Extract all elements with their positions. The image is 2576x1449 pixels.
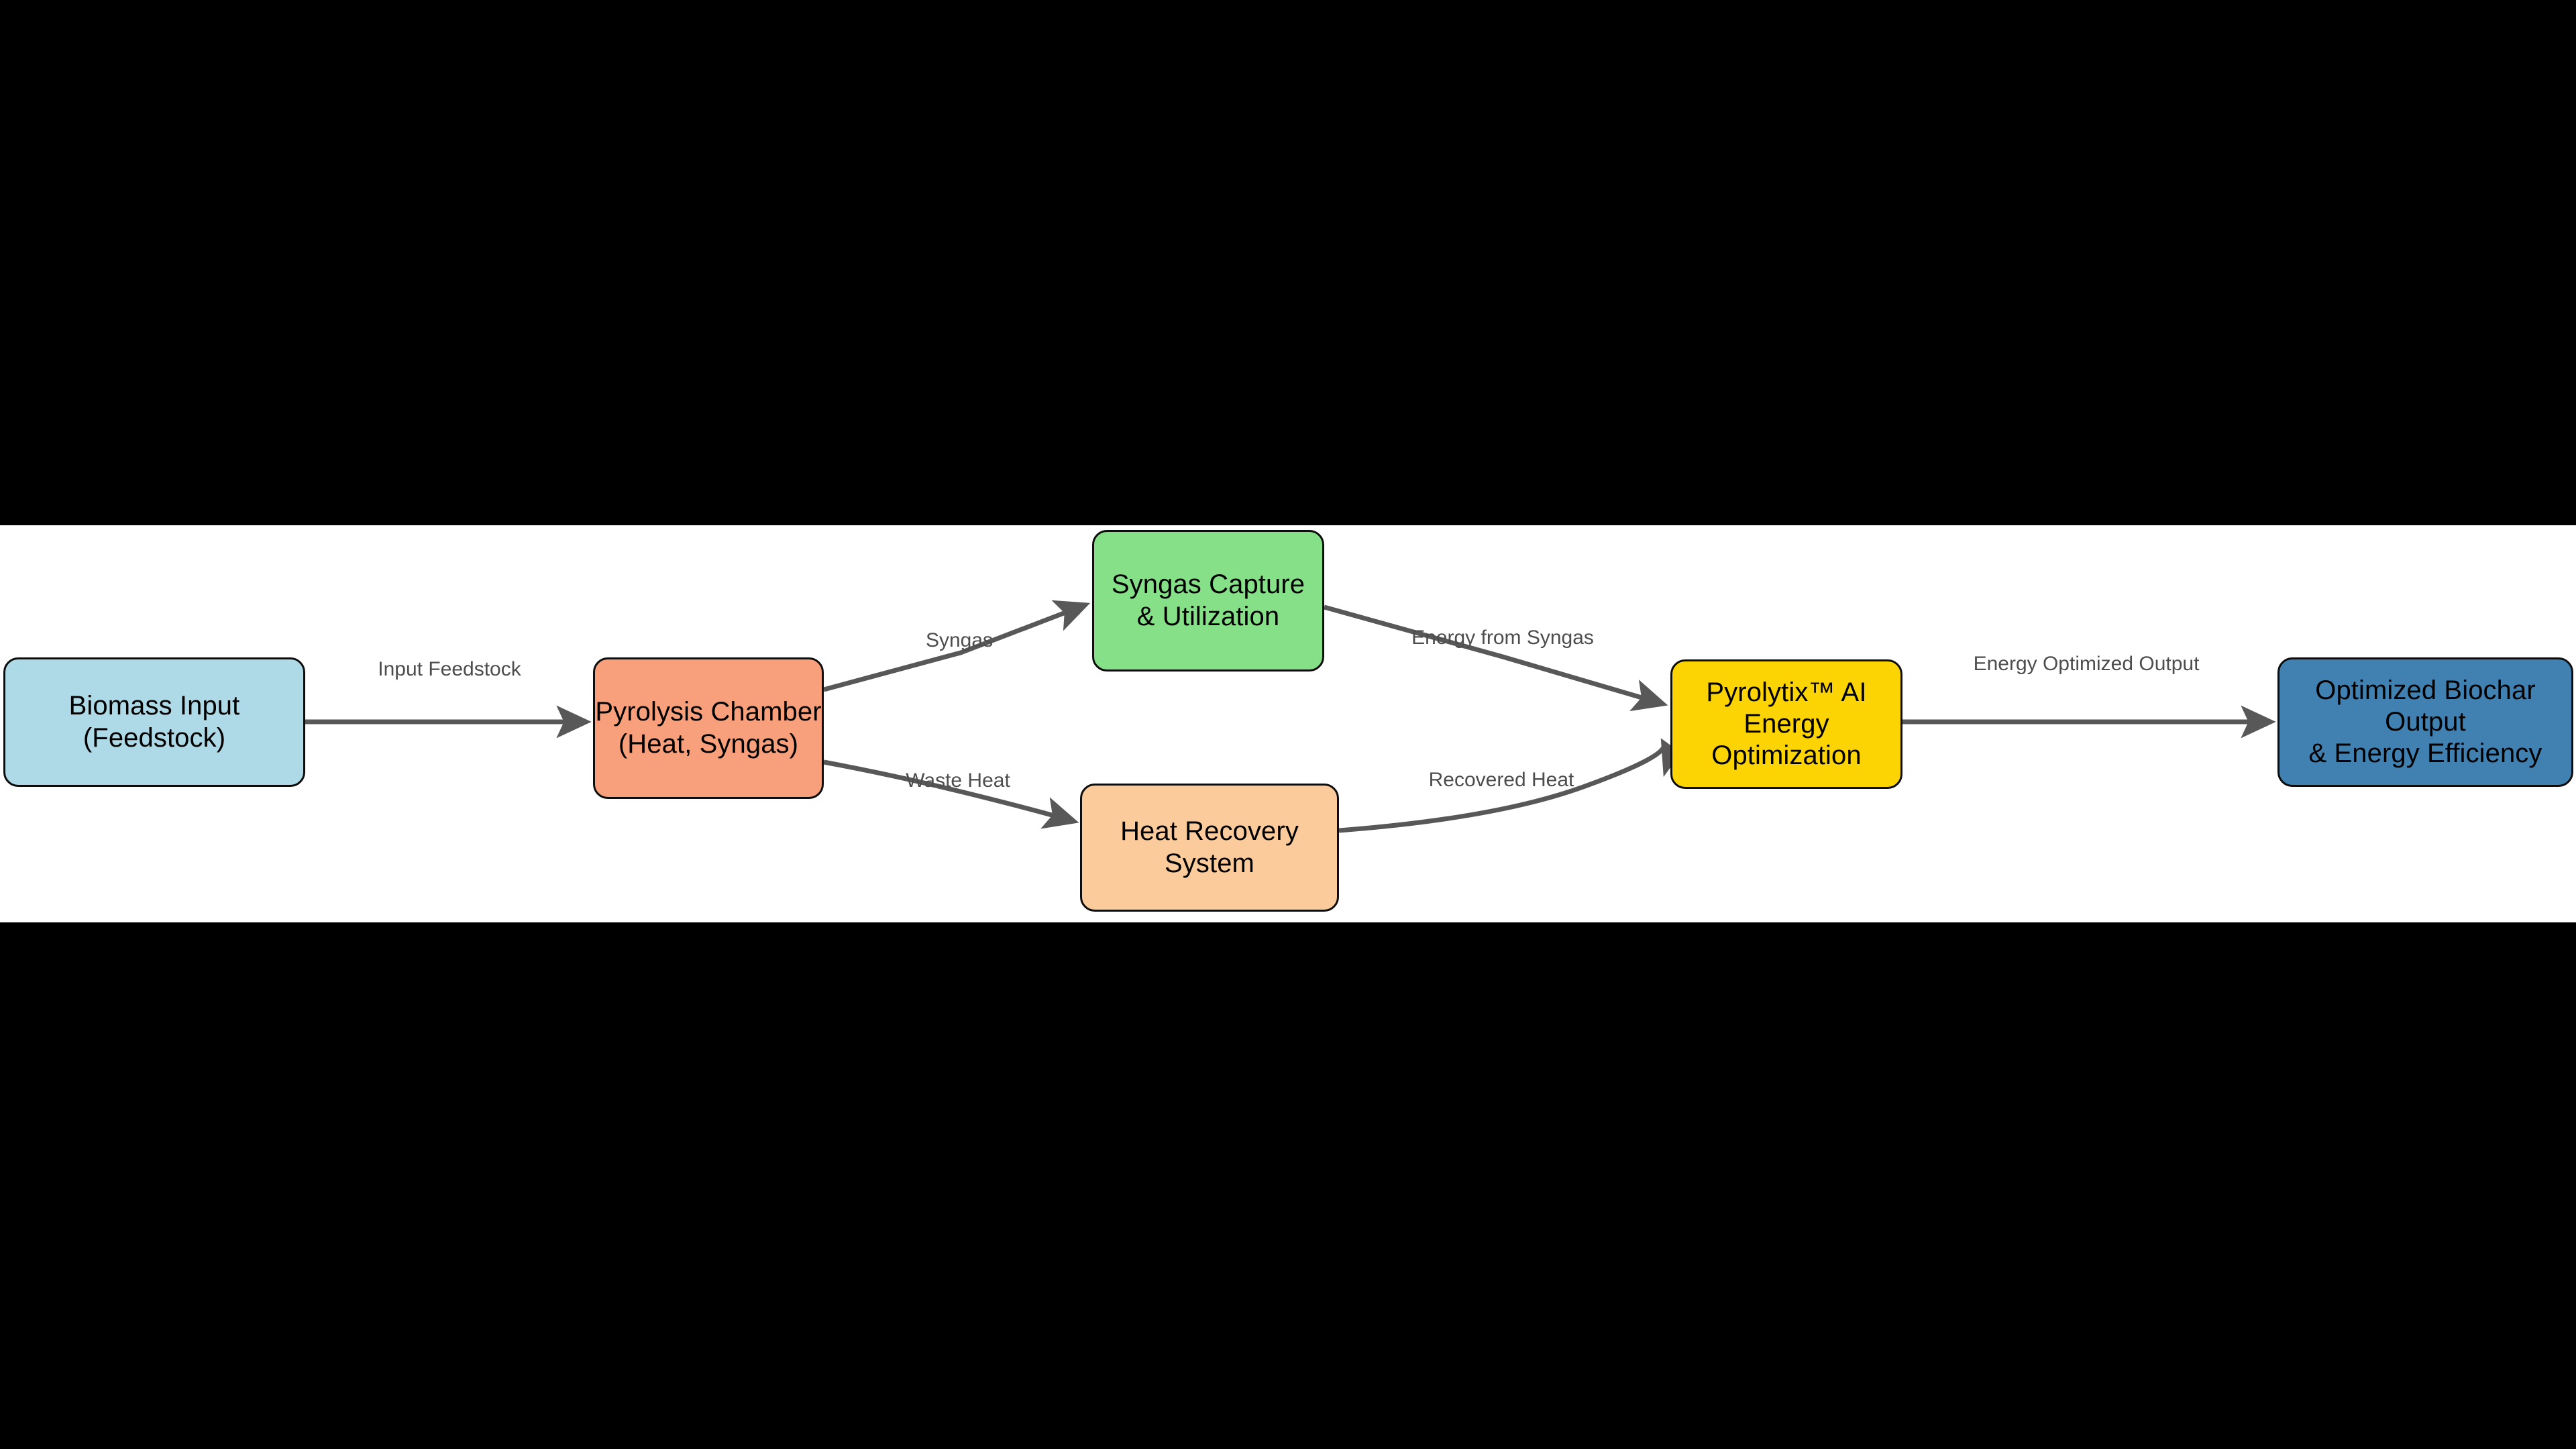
node-heat-recovery-system-label: Heat Recovery System bbox=[1120, 816, 1299, 878]
node-pyrolytix-ai-label: Pyrolytix™ AI Energy Optimization bbox=[1706, 677, 1867, 771]
node-biomass-input[interactable]: Biomass Input (Feedstock) bbox=[3, 657, 305, 787]
edge-label-waste-heat: Waste Heat bbox=[906, 769, 1010, 792]
edge-energy-from-syngas bbox=[1324, 604, 1668, 712]
edge-label-recovered-heat: Recovered Heat bbox=[1428, 769, 1574, 791]
node-heat-recovery-system[interactable]: Heat Recovery System bbox=[1080, 784, 1339, 912]
edge-label-syngas: Syngas bbox=[925, 629, 994, 651]
node-optimized-biochar-output-label: Optimized Biochar Output & Energy Effici… bbox=[2308, 675, 2542, 769]
edge-label-energy-optimized-output: Energy Optimized Output bbox=[1973, 653, 2200, 675]
diagram-canvas: Biomass Input (Feedstock) Pyrolysis Cham… bbox=[0, 525, 2576, 922]
edge-label-energy-from-syngas: Energy from Syngas bbox=[1411, 627, 1594, 649]
node-biomass-input-label: Biomass Input (Feedstock) bbox=[68, 691, 240, 753]
node-syngas-capture-label: Syngas Capture & Utilization bbox=[1111, 570, 1305, 631]
node-pyrolysis-chamber-label: Pyrolysis Chamber (Heat, Syngas) bbox=[595, 697, 822, 759]
node-pyrolytix-ai[interactable]: Pyrolytix™ AI Energy Optimization bbox=[1670, 659, 1902, 789]
edge-label-input-feedstock: Input Feedstock bbox=[378, 658, 521, 680]
node-optimized-biochar-output[interactable]: Optimized Biochar Output & Energy Effici… bbox=[2277, 657, 2573, 787]
node-pyrolysis-chamber[interactable]: Pyrolysis Chamber (Heat, Syngas) bbox=[593, 657, 824, 799]
node-syngas-capture[interactable]: Syngas Capture & Utilization bbox=[1092, 530, 1324, 672]
